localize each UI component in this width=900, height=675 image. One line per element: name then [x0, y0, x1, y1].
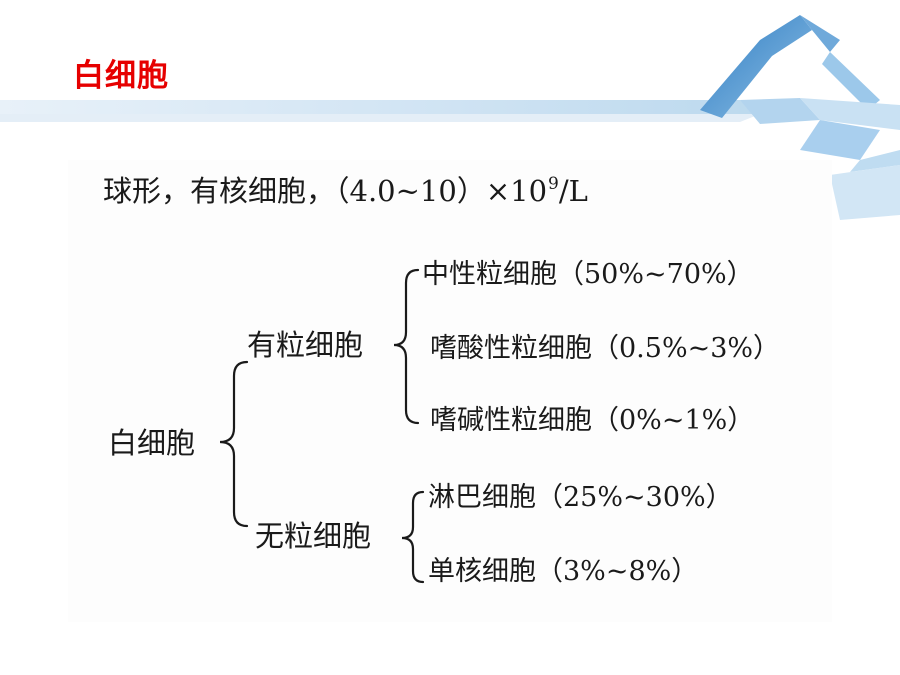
intro-line: 球形，有核细胞，（4.0~10）×109/L [103, 168, 588, 210]
granulocyte-brace [393, 268, 420, 425]
granulocyte-label: 有粒细胞 [247, 328, 364, 362]
list-item-lymphocyte: 淋巴细胞（25%~30%） [428, 482, 733, 513]
root-brace [219, 360, 249, 528]
list-item-eosinophil: 嗜酸性粒细胞（0.5%~3%） [430, 333, 781, 364]
agranulocyte-brace [401, 490, 425, 584]
list-item-monocyte: 单核细胞（3%~8%） [428, 556, 699, 587]
root-label: 白细胞 [108, 426, 196, 460]
list-item-basophil: 嗜碱性粒细胞（0%~1%） [430, 405, 755, 436]
intro-unit: /L [558, 174, 588, 208]
intro-exponent: 9 [548, 174, 559, 194]
content-panel [68, 160, 832, 622]
intro-text: 球形，有核细胞，（4.0~10）×10 [103, 174, 548, 208]
slide-title: 白细胞 [73, 58, 169, 94]
agranulocyte-label: 无粒细胞 [255, 519, 372, 553]
list-item-neutrophil: 中性粒细胞（50%~70%） [422, 259, 754, 290]
